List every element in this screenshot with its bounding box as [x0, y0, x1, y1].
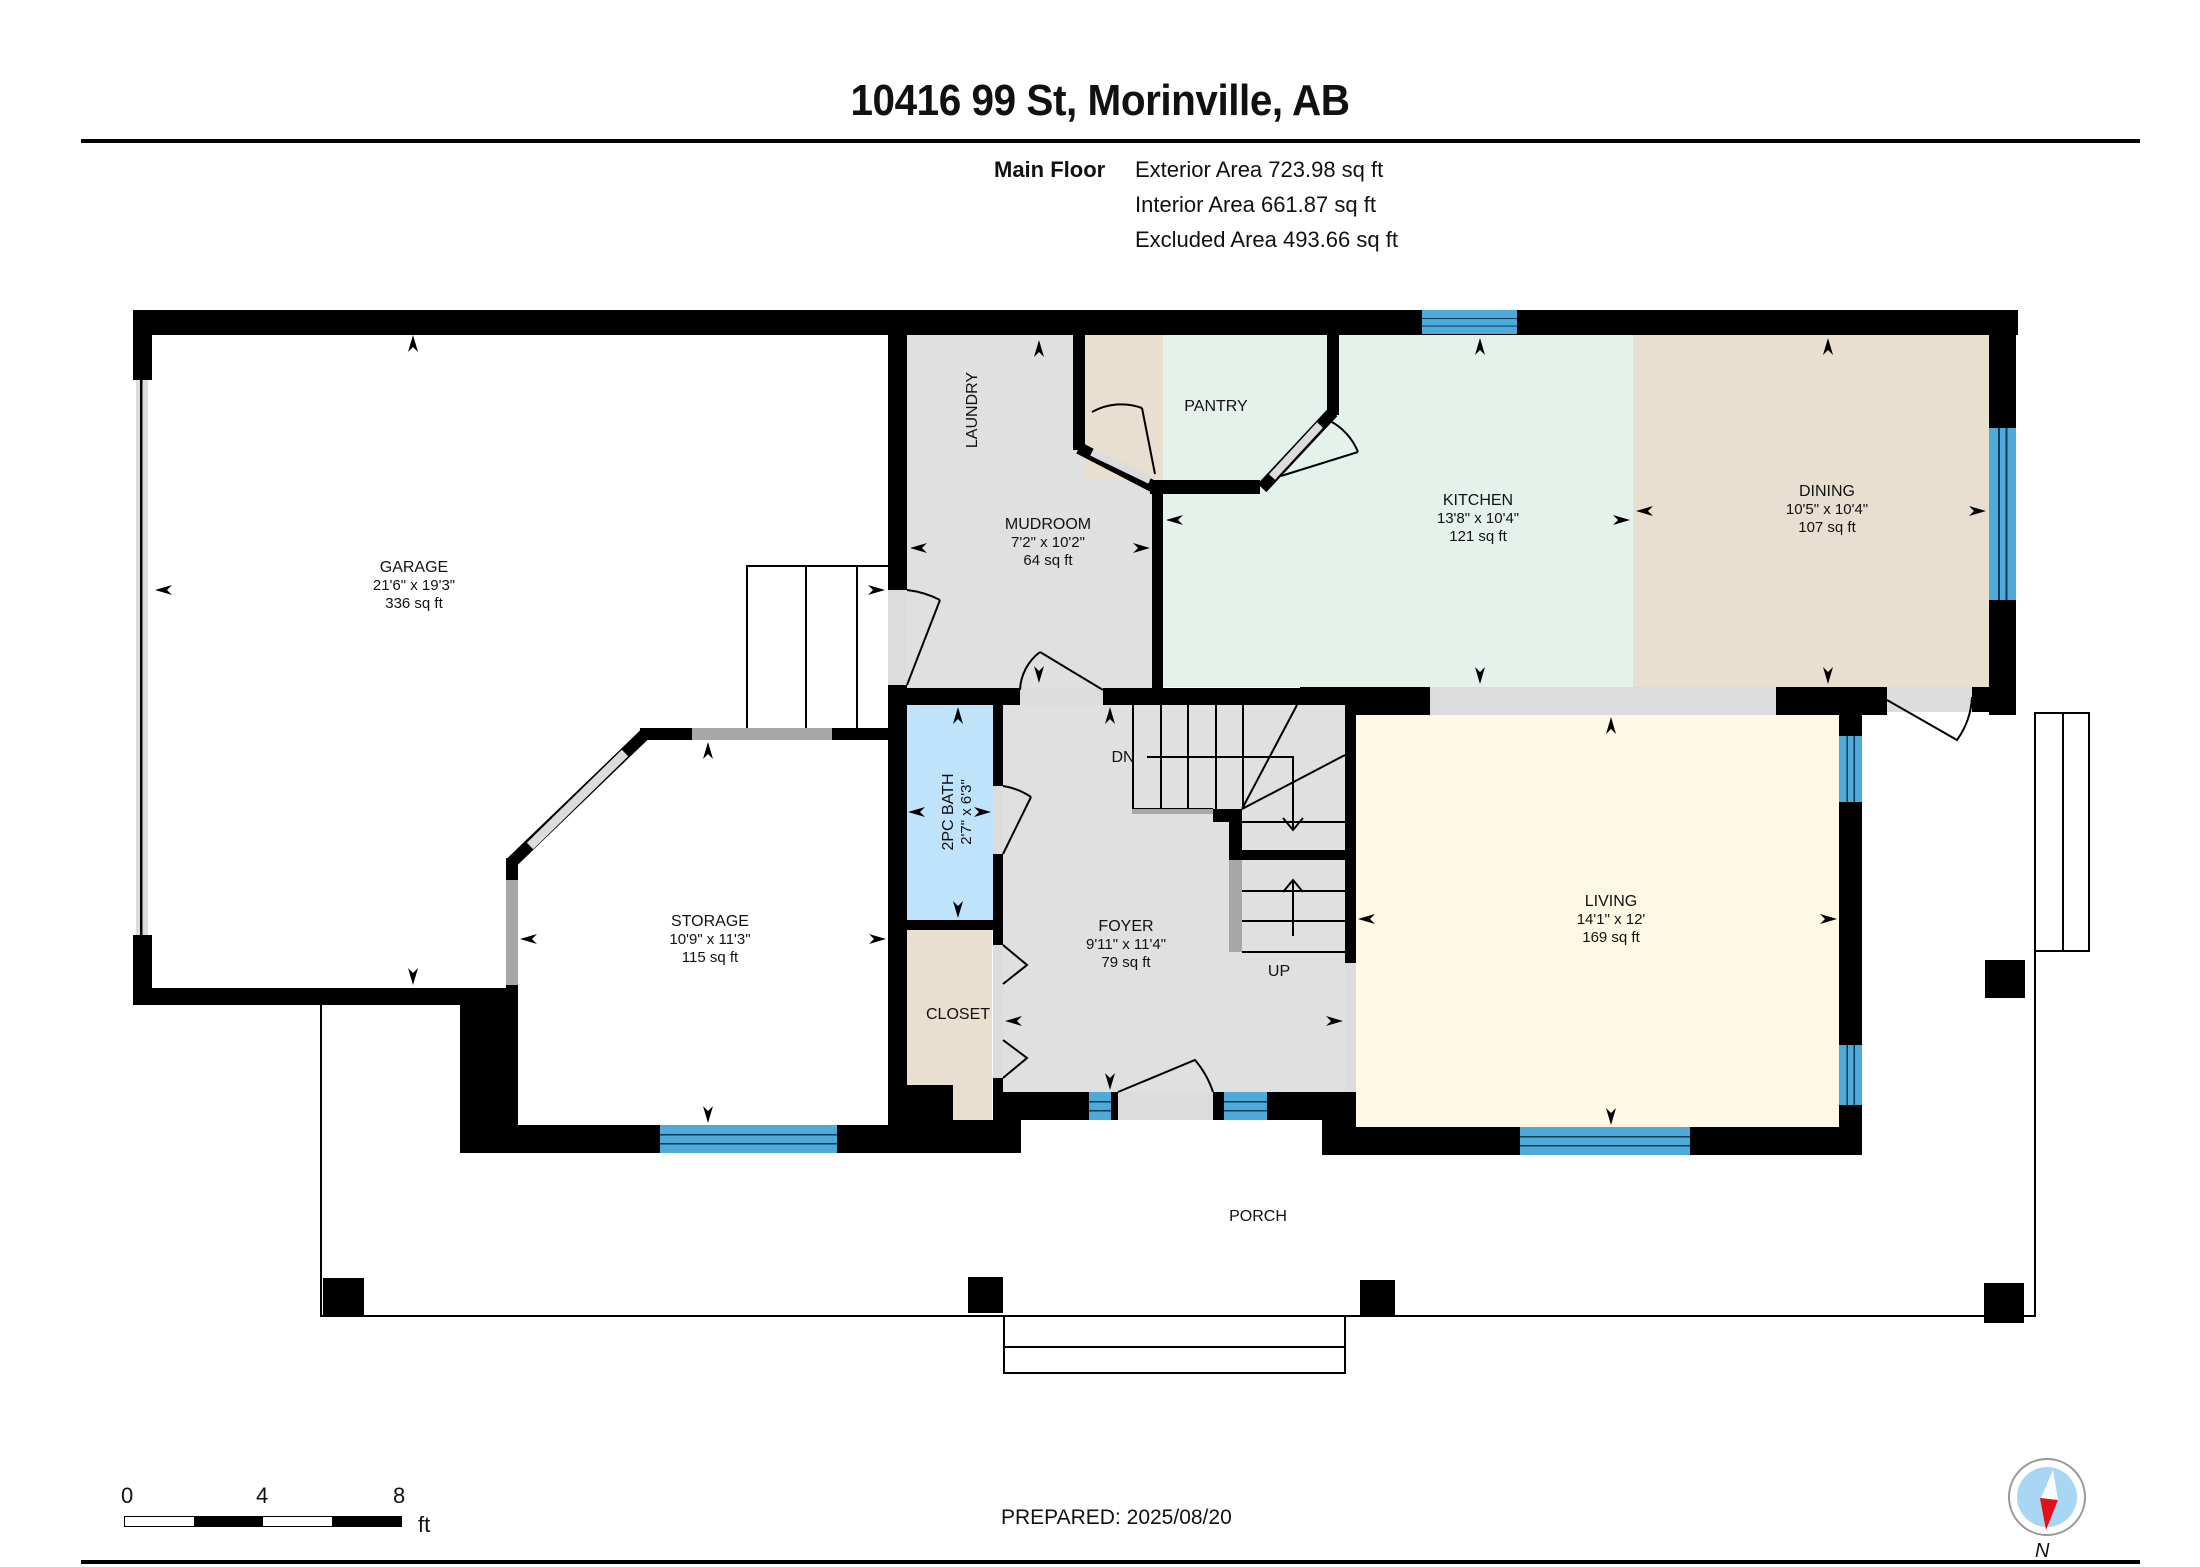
tread: [1242, 951, 1345, 953]
wall: [133, 935, 152, 1005]
door-bath[interactable]: [993, 786, 1003, 854]
porch-post: [1984, 1283, 2024, 1323]
window: [1839, 736, 1862, 802]
porch-post: [1360, 1280, 1395, 1315]
label-garage: GARAGE 21'6" x 19'3" 336 sq ft: [372, 559, 456, 612]
porch-steps-front[interactable]: [1003, 1316, 1346, 1374]
porch-edge: [320, 1315, 2035, 1317]
wall: [993, 854, 1003, 945]
porch-post: [323, 1278, 364, 1316]
wall: [1229, 850, 1345, 860]
header-rule: [81, 139, 2140, 143]
door-closet[interactable]: [993, 945, 1003, 1078]
window: [1422, 310, 1517, 334]
wall: [1073, 310, 1085, 450]
compass-label: N: [2035, 1540, 2050, 1562]
wall: [1152, 480, 1163, 705]
wall: [1327, 310, 1339, 415]
wall: [1345, 705, 1356, 963]
window: [1089, 1092, 1111, 1120]
stair-rail: [1229, 860, 1242, 952]
porch-edge: [2034, 712, 2036, 1317]
label-kitchen: KITCHEN 13'8" x 10'4" 121 sq ft: [1436, 492, 1520, 545]
scale-tick-8: 8: [393, 1483, 406, 1508]
label-stairs-up: UP: [1267, 963, 1291, 980]
step-line: [2062, 712, 2064, 952]
scale-bar-segments: [124, 1516, 402, 1527]
stair-rail: [1132, 809, 1213, 814]
window: [1989, 428, 2016, 600]
label-stairs-down: DN: [1111, 749, 1135, 766]
step-line: [856, 565, 858, 728]
footer-rule: [81, 1560, 2140, 1564]
wall: [993, 705, 1003, 786]
wall: [906, 1085, 953, 1120]
step-line: [805, 565, 807, 728]
step-line: [746, 565, 888, 567]
wall: [888, 1120, 1021, 1153]
wall: [1322, 1092, 1356, 1127]
wall: [1229, 809, 1242, 860]
scale-unit: ft: [418, 1512, 431, 1537]
label-closet: CLOSET: [925, 1006, 991, 1023]
wall: [906, 920, 1003, 930]
wall: [888, 685, 907, 1153]
porch-post: [968, 1277, 1003, 1313]
storage-door[interactable]: [692, 728, 832, 740]
exterior-area: Exterior Area 723.98 sq ft: [1135, 157, 1384, 182]
wall: [888, 688, 1020, 705]
scale-tick-0: 0: [121, 1483, 134, 1508]
room-dining: [1633, 335, 1989, 687]
garage-door[interactable]: [136, 380, 148, 935]
label-dining: DINING 10'5" x 10'4" 107 sq ft: [1785, 483, 1869, 536]
wall: [1839, 712, 1862, 1155]
label-foyer: FOYER 9'11" x 11'4" 79 sq ft: [1085, 918, 1167, 971]
label-pantry: PANTRY: [1184, 398, 1248, 415]
interior-area: Interior Area 661.87 sq ft: [1135, 192, 1376, 217]
floor-label: Main Floor: [994, 157, 1106, 182]
prepared-date: PREPARED: 2025/08/20: [1001, 1506, 1232, 1529]
window: [1839, 1045, 1862, 1105]
wall: [993, 1078, 1003, 1120]
excluded-area: Excluded Area 493.66 sq ft: [1135, 227, 1398, 252]
wall: [133, 310, 152, 380]
opening-foyer-living[interactable]: [1345, 963, 1356, 1092]
scale-tick-4: 4: [256, 1483, 269, 1508]
front-door[interactable]: [1118, 1092, 1213, 1120]
door-mudroom-foyer[interactable]: [1020, 688, 1103, 705]
porch-post: [1985, 960, 2025, 998]
window: [1224, 1092, 1267, 1120]
porch-edge: [320, 1005, 322, 1317]
room-living: [1356, 715, 1839, 1127]
wall: [1972, 687, 2016, 712]
step-line: [1003, 1346, 1346, 1348]
room-kitchen: [1163, 335, 1633, 687]
wall: [1776, 687, 1887, 715]
room-closet: [906, 930, 992, 1085]
window: [1520, 1127, 1690, 1155]
label-storage: STORAGE 10'9" x 11'3" 115 sq ft: [669, 913, 751, 966]
opening-kitchen-living[interactable]: [1430, 687, 1776, 715]
window: [660, 1125, 837, 1153]
door-garage-mudroom[interactable]: [888, 590, 907, 685]
wall: [133, 988, 518, 1005]
label-mudroom: MUDROOM 7'2" x 10'2" 64 sq ft: [1004, 516, 1092, 569]
label-living: LIVING 14'1" x 12' 169 sq ft: [1576, 893, 1646, 946]
label-porch: PORCH: [1229, 1208, 1287, 1225]
wall: [1150, 480, 1260, 494]
tread: [1132, 705, 1134, 809]
room-closet-step: [953, 1085, 992, 1122]
page-title: 10416 99 St, Morinville, AB: [850, 76, 1350, 125]
storage-side-opening[interactable]: [506, 880, 518, 985]
